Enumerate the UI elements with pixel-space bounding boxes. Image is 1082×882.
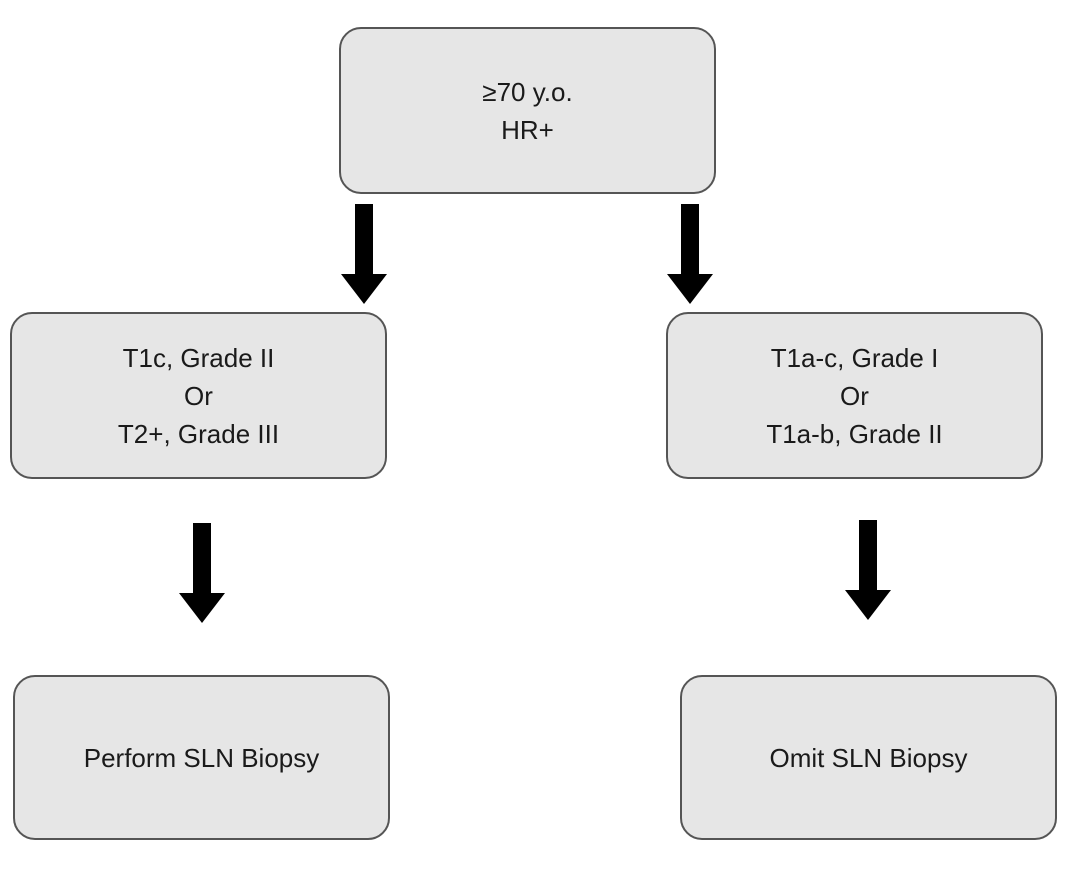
root-criteria-age: ≥70 y.o. [482, 76, 573, 107]
root-criteria-hr: HR+ [501, 114, 554, 145]
left-criteria-line-1: T1c, Grade II [122, 342, 275, 373]
perform-biopsy-box: Perform SLN Biopsy [13, 675, 390, 840]
arrow-down-icon [667, 204, 713, 304]
omit-biopsy-box: Omit SLN Biopsy [680, 675, 1057, 840]
perform-biopsy-label: Perform SLN Biopsy [83, 742, 320, 773]
left-criteria-line-2: T2+, Grade III [117, 418, 280, 449]
right-criteria-box: T1a-c, Grade I Or T1a-b, Grade II [666, 312, 1043, 479]
arrow-down-icon [341, 204, 387, 304]
left-criteria-or: Or [184, 380, 213, 411]
arrow-down-icon [179, 523, 225, 623]
right-criteria-or: Or [840, 380, 869, 411]
root-criteria-box: ≥70 y.o. HR+ [339, 27, 716, 194]
arrow-down-icon [845, 520, 891, 620]
left-criteria-box: T1c, Grade II Or T2+, Grade III [10, 312, 387, 479]
right-criteria-line-2: T1a-b, Grade II [766, 418, 943, 449]
omit-biopsy-label: Omit SLN Biopsy [769, 742, 968, 773]
right-criteria-line-1: T1a-c, Grade I [770, 342, 939, 373]
